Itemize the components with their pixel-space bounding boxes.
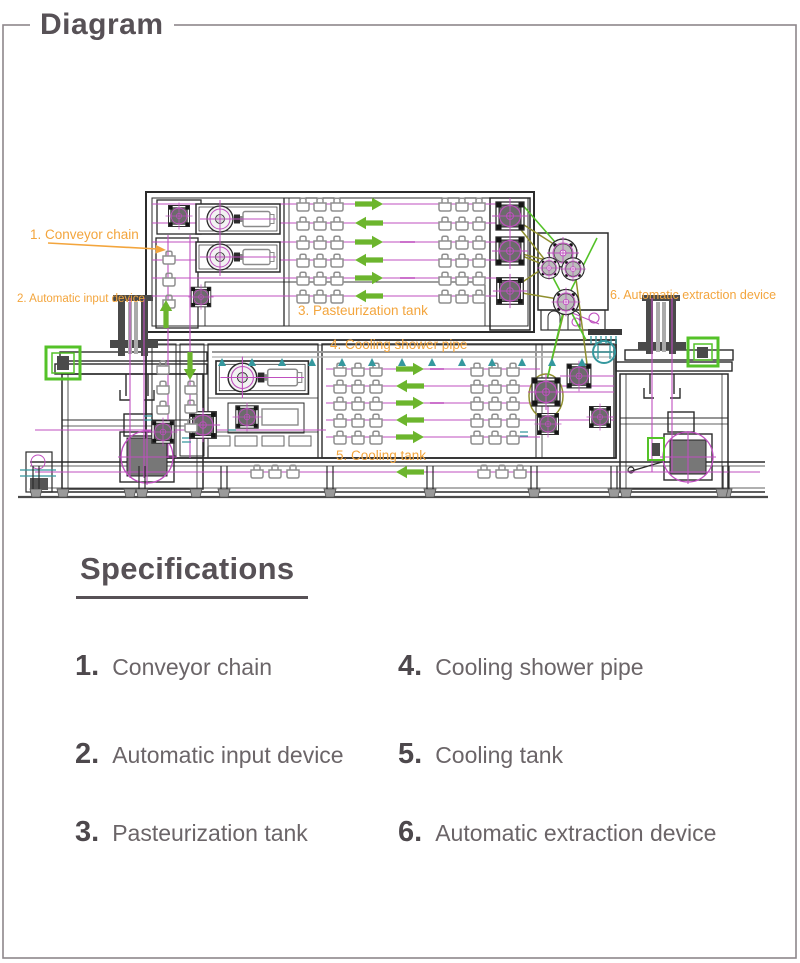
gears xyxy=(536,236,587,317)
motor-assemblies xyxy=(195,199,310,400)
spec-item-3: 3. Pasteurization tank xyxy=(75,816,308,849)
spec-number: 2. xyxy=(75,738,100,770)
specifications-heading: Specifications xyxy=(76,551,309,599)
spec-number: 1. xyxy=(75,650,100,682)
diagram-label-4: 4. Cooling shower pipe xyxy=(330,337,467,352)
spec-number: 6. xyxy=(398,816,423,848)
diagram-label-6: 6. Automatic extraction device xyxy=(610,288,776,302)
diagram-label-5: 5. Cooling tank xyxy=(336,448,426,463)
spec-label: Cooling tank xyxy=(435,742,564,768)
diagram-label-3: 3. Pasteurization tank xyxy=(298,303,428,318)
spec-item-4: 4. Cooling shower pipe xyxy=(398,650,644,683)
spec-item-5: 5. Cooling tank xyxy=(398,738,563,771)
spec-item-2: 2. Automatic input device xyxy=(75,738,344,771)
support-feet xyxy=(29,466,733,498)
label1-arrowhead xyxy=(155,245,166,254)
spec-number: 3. xyxy=(75,816,100,848)
teal-parts xyxy=(20,336,617,477)
diagram-callouts: 1. Conveyor chain 2. Automatic input dev… xyxy=(17,227,776,463)
spec-label: Cooling shower pipe xyxy=(435,654,644,680)
diagram-label-2: 2. Automatic input device xyxy=(17,293,145,305)
spec-label: Pasteurization tank xyxy=(112,820,308,846)
spec-label: Conveyor chain xyxy=(112,654,272,680)
spec-label: Automatic extraction device xyxy=(435,820,717,846)
spec-item-6: 6. Automatic extraction device xyxy=(398,816,716,849)
spec-number: 4. xyxy=(398,650,423,682)
page-title: Diagram xyxy=(30,7,174,43)
page-border xyxy=(2,24,797,959)
label1-arrow xyxy=(47,242,158,250)
spec-item-1: 1. Conveyor chain xyxy=(75,650,272,683)
spec-number: 5. xyxy=(398,738,423,770)
spec-label: Automatic input device xyxy=(112,742,344,768)
diagram-label-1: 1. Conveyor chain xyxy=(30,227,139,242)
